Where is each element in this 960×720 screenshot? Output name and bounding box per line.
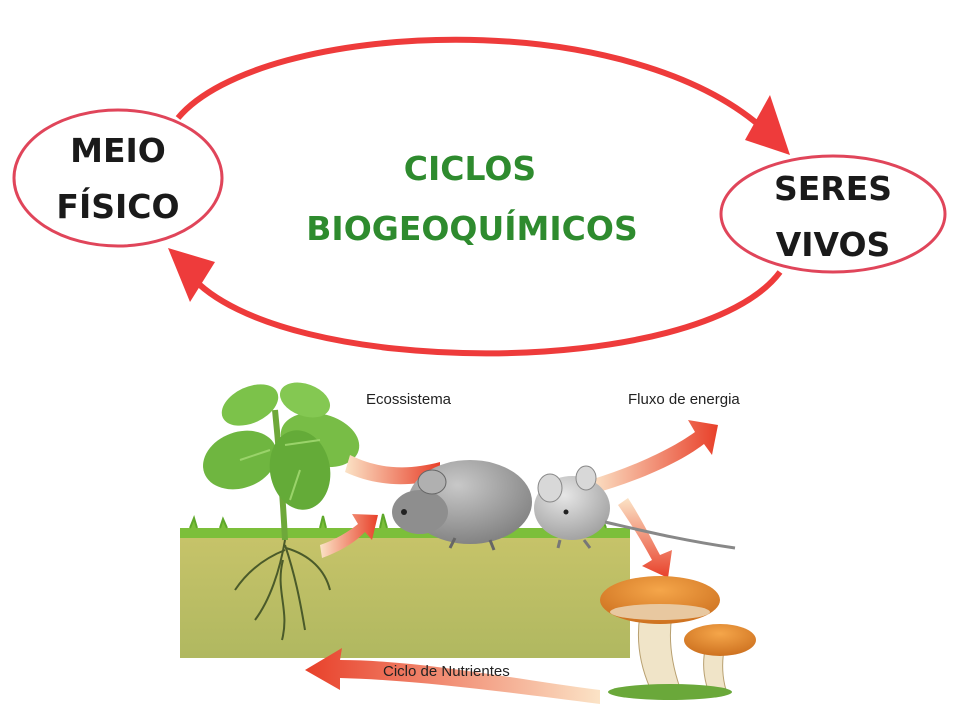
node-meio-fisico: MEIO FÍSICO [12, 108, 224, 248]
top-arrowhead-icon [745, 95, 790, 155]
plant-to-mouse-arrow [345, 455, 440, 485]
seres-vivos-line2: VIVOS [776, 225, 891, 264]
bottom-arrowhead-icon [168, 248, 215, 302]
top-cycle-arrow [175, 36, 778, 143]
title-line1: CICLOS [404, 149, 536, 188]
plant-icon [203, 382, 360, 641]
cycle-loop [168, 36, 790, 357]
node-seres-vivos: SERES VIVOS [719, 154, 947, 274]
grass-strip [180, 528, 630, 538]
cycle-title: CICLOS BIOGEOQUÍMICOS [306, 149, 637, 248]
label-ciclo-nutrientes: Ciclo de Nutrientes [383, 663, 510, 680]
second-mouse-icon [534, 465, 736, 550]
meio-fisico-line2: FÍSICO [56, 186, 179, 226]
mouse-icon [392, 460, 532, 551]
bottom-cycle-arrow [187, 270, 783, 357]
title-line2: BIOGEOQUÍMICOS [306, 208, 637, 248]
nutrient-cycle-arrow [305, 648, 600, 704]
mouse-to-fungi-arrow [618, 498, 672, 578]
ground [180, 528, 630, 658]
label-fluxo-energia: Fluxo de energia [628, 391, 740, 408]
seres-vivos-line1: SERES [774, 169, 892, 208]
label-ecossistema: Ecossistema [366, 391, 452, 408]
energy-flow-arrow [590, 420, 718, 494]
ground-to-plant-arrow [320, 514, 378, 558]
ecosystem-illustration: Ecossistema Fluxo de energia Ciclo de Nu… [180, 382, 756, 704]
meio-fisico-line1: MEIO [70, 131, 166, 170]
mushroom-icon [600, 576, 756, 700]
